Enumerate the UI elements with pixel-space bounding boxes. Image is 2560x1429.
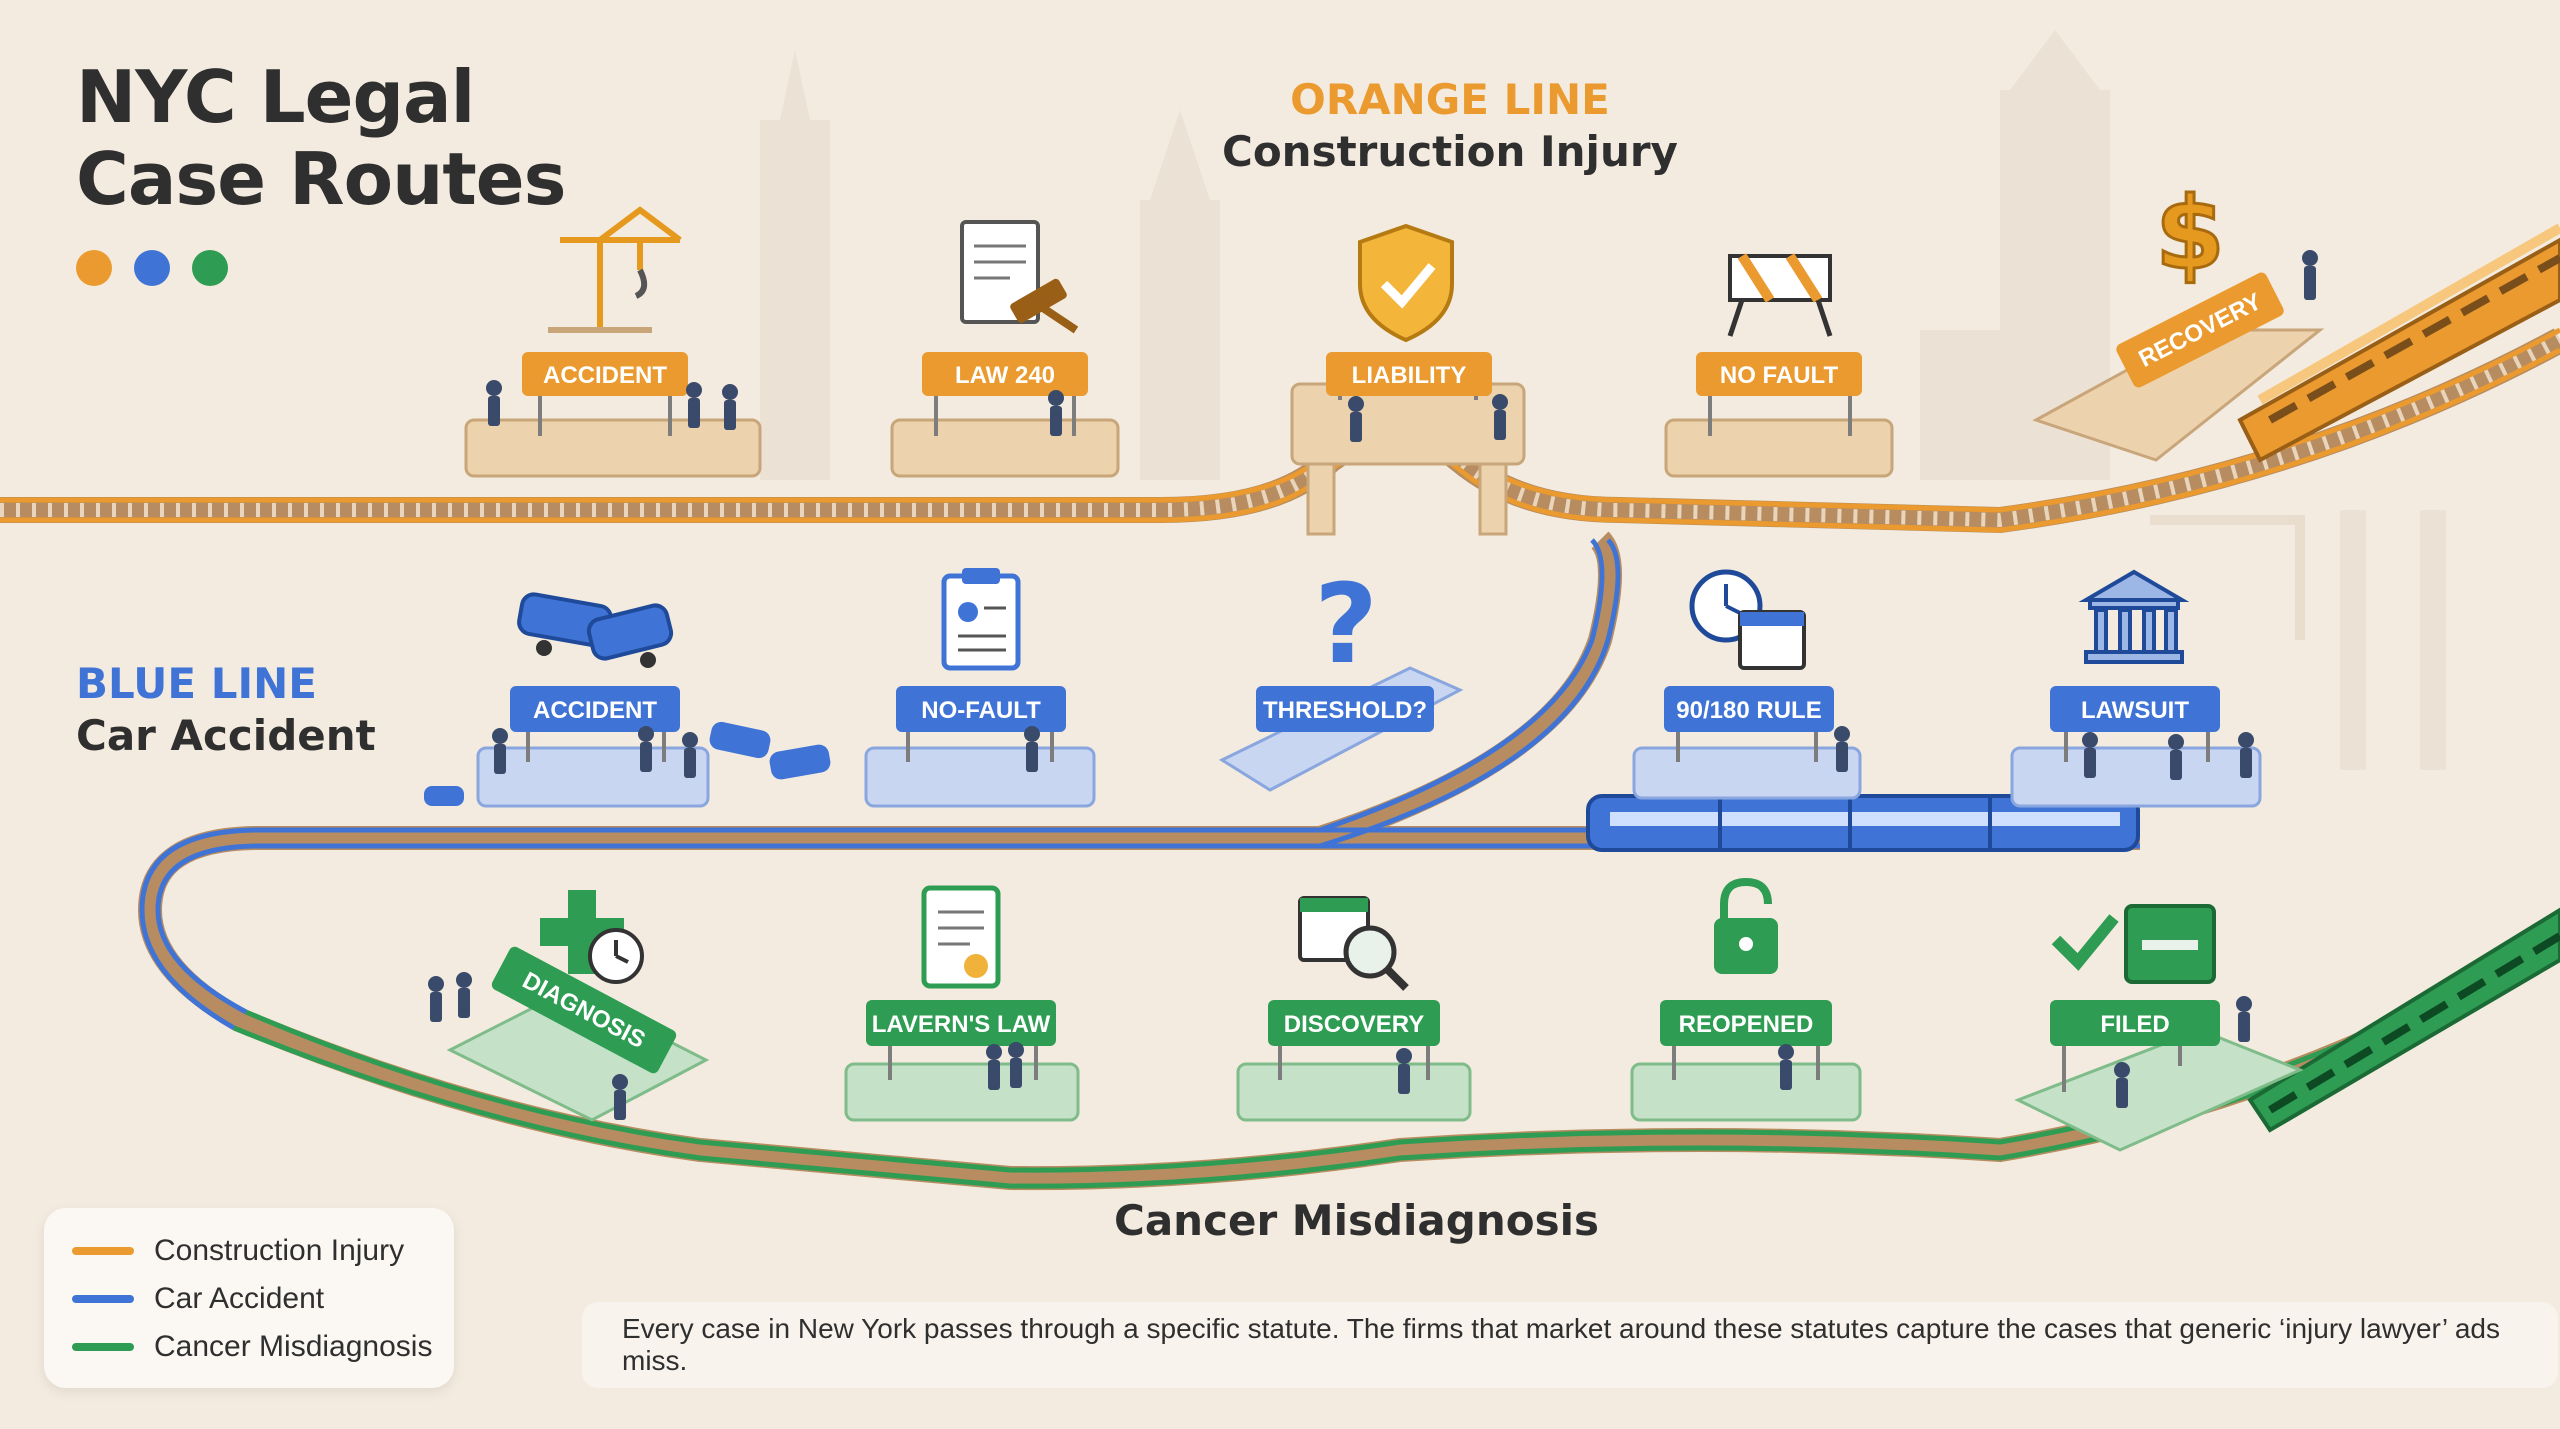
- svg-text:$: $: [2155, 175, 2225, 292]
- green-sign-discovery: [1268, 1000, 1440, 1046]
- blue-sign-accident-label: ACCIDENT: [533, 697, 657, 724]
- blue-line-subtitle: Car Accident: [76, 711, 376, 760]
- blue-sign-90-180: [1664, 686, 1834, 732]
- blue-sign-90-180-label: 90/180 RULE: [1676, 697, 1821, 724]
- orange-dot: [76, 250, 112, 286]
- green-platforms: [446, 988, 2304, 1152]
- legend-item-construction: Construction Injury: [72, 1234, 404, 1268]
- green-sign-filed-label: FILED: [2100, 1011, 2169, 1038]
- orange-line-heading: ORANGE LINE Construction Injury: [1222, 74, 1678, 178]
- blue-sign-accident: [510, 686, 680, 732]
- svg-text:?: ?: [1314, 560, 1378, 688]
- certificate-icon: [921, 885, 1001, 989]
- blue-train: [1586, 794, 2140, 852]
- green-dot: [192, 250, 228, 286]
- legend-label: Cancer Misdiagnosis: [154, 1330, 433, 1363]
- orange-sign-law240-label: LAW 240: [955, 362, 1055, 389]
- courthouse-icon: [2078, 569, 2190, 664]
- clipboard-icon: [941, 568, 1021, 671]
- dollar-icon: $: [2154, 174, 2227, 294]
- blue-sign-threshold: [1256, 686, 1434, 732]
- legend-swatch-orange: [72, 1247, 134, 1255]
- legend-label: Construction Injury: [154, 1234, 405, 1267]
- legend-swatch-blue: [72, 1295, 134, 1303]
- orange-sign-accident-label: ACCIDENT: [543, 362, 667, 389]
- question-mark-icon: ?: [1314, 560, 1378, 688]
- medical-cross-clock-icon: [540, 890, 644, 984]
- green-sign-reopened: [1660, 1000, 1832, 1046]
- blue-line-name: BLUE LINE: [76, 659, 317, 708]
- sign-posts: [526, 390, 2210, 1092]
- green-train: [2247, 907, 2560, 1133]
- blue-sign-lawsuit: [2050, 686, 2220, 732]
- checkmark-filebox-icon: [2051, 904, 2216, 984]
- green-sign-discovery-label: DISCOVERY: [1284, 1011, 1424, 1038]
- orange-line-name: ORANGE LINE: [1290, 75, 1610, 124]
- unlocked-padlock-icon: [1714, 877, 1778, 974]
- green-sign-laverns-law: [866, 1000, 1056, 1046]
- calendar-magnifier-icon: [1298, 896, 1409, 991]
- crane-icon: [548, 206, 682, 333]
- title-line-2: Case Routes: [76, 137, 566, 221]
- green-sign-diagnosis: [491, 946, 677, 1074]
- road-barrier-icon: [1727, 253, 1833, 337]
- legend-label: Car Accident: [154, 1282, 325, 1315]
- blue-sign-threshold-label: THRESHOLD?: [1263, 697, 1427, 724]
- header-dots: [76, 250, 565, 286]
- blue-station-signs: ACCIDENT NO-FAULT THRESHOLD? 90/180 RULE…: [510, 686, 2220, 732]
- legend-item-cancer: Cancer Misdiagnosis: [72, 1330, 432, 1364]
- orange-sign-accident: [522, 352, 688, 396]
- orange-sign-nofault-label: NO FAULT: [1720, 362, 1839, 389]
- blue-platforms: [476, 666, 2262, 808]
- orange-sign-recovery: [2116, 272, 2284, 388]
- orange-sign-law240: [922, 352, 1088, 396]
- orange-sign-liability: [1326, 352, 1492, 396]
- green-line-label: Cancer Misdiagnosis: [1114, 1196, 1599, 1245]
- legend: Construction Injury Car Accident Cancer …: [44, 1208, 454, 1388]
- blue-sign-lawsuit-label: LAWSUIT: [2081, 697, 2189, 724]
- green-sign-reopened-label: REOPENED: [1679, 1011, 1814, 1038]
- blue-sign-nofault-label: NO-FAULT: [921, 697, 1041, 724]
- blue-line-heading: BLUE LINE Car Accident: [76, 658, 376, 762]
- clock-calendar-icon: [1689, 569, 1806, 670]
- title-line-1: NYC Legal: [76, 55, 475, 139]
- green-sign-laverns-law-label: LAVERN'S LAW: [872, 1011, 1051, 1038]
- green-sign-filed: [2050, 1000, 2220, 1046]
- blue-sign-nofault: [896, 686, 1066, 732]
- orange-train: [2237, 223, 2560, 463]
- orange-track: [0, 327, 2560, 534]
- shield-check-icon: [1358, 223, 1454, 343]
- orange-sign-nofault: [1696, 352, 1862, 396]
- car-crash-icon: [517, 592, 674, 668]
- page-title: NYC Legal Case Routes: [76, 55, 566, 286]
- orange-line-subtitle: Construction Injury: [1222, 127, 1678, 176]
- blue-dot: [134, 250, 170, 286]
- caption: Every case in New York passes through a …: [582, 1302, 2558, 1388]
- gavel-document-icon: [960, 220, 1079, 334]
- legend-swatch-green: [72, 1343, 134, 1351]
- people-figures: [424, 250, 2318, 1120]
- legend-item-car: Car Accident: [72, 1282, 324, 1316]
- orange-sign-liability-label: LIABILITY: [1352, 362, 1467, 389]
